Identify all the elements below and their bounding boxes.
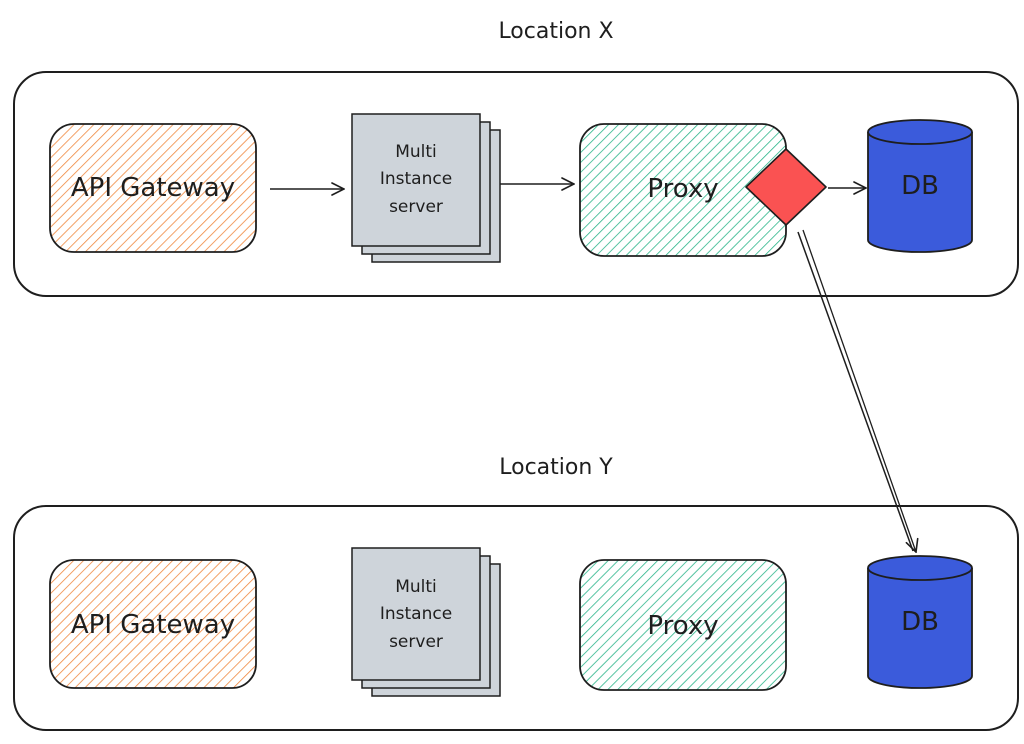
server-label-line3: server <box>389 632 443 652</box>
server-label-line2: Instance <box>380 169 452 189</box>
replication-line-2 <box>802 229 916 552</box>
location-x: Location X API Gateway Multi Instance se… <box>13 19 1019 297</box>
api-gateway-label: API Gateway <box>71 173 235 203</box>
api-gateway-label: API Gateway <box>71 610 235 640</box>
proxy-x: Proxy <box>579 123 787 257</box>
server-label-line1: Multi <box>395 142 437 162</box>
replication-line-1 <box>797 231 914 552</box>
server-stack-front <box>351 547 481 681</box>
db-body <box>867 132 973 253</box>
proxy-y: Proxy <box>579 559 787 691</box>
db-label: DB <box>901 171 939 201</box>
location-y: Location Y API Gateway Multi Instance se… <box>13 455 1019 731</box>
server-label-line2: Instance <box>380 604 452 624</box>
api-gateway-box <box>49 123 257 253</box>
server-stack-front <box>351 113 481 247</box>
api-gateway-y: API Gateway <box>49 559 257 689</box>
proxy-box <box>579 559 787 691</box>
server-label-line3: server <box>389 197 443 217</box>
multi-instance-server-y: Multi Instance server <box>351 547 501 697</box>
api-gateway-x: API Gateway <box>49 123 257 253</box>
location-x-title: Location X <box>498 19 613 44</box>
location-x-container <box>13 71 1019 297</box>
db-y: DB <box>867 555 973 689</box>
replication-diamond <box>745 148 827 226</box>
proxy-label: Proxy <box>647 611 718 641</box>
location-y-title: Location Y <box>499 455 613 480</box>
api-gateway-box <box>49 559 257 689</box>
multi-instance-server-x: Multi Instance server <box>351 113 501 263</box>
cross-location-arrow <box>797 229 916 552</box>
db-x: DB <box>867 119 973 253</box>
proxy-label: Proxy <box>647 174 718 204</box>
db-top <box>867 555 973 581</box>
db-label: DB <box>901 607 939 637</box>
location-y-container <box>13 505 1019 731</box>
db-top <box>867 119 973 145</box>
server-label-line1: Multi <box>395 577 437 597</box>
db-body <box>867 568 973 689</box>
